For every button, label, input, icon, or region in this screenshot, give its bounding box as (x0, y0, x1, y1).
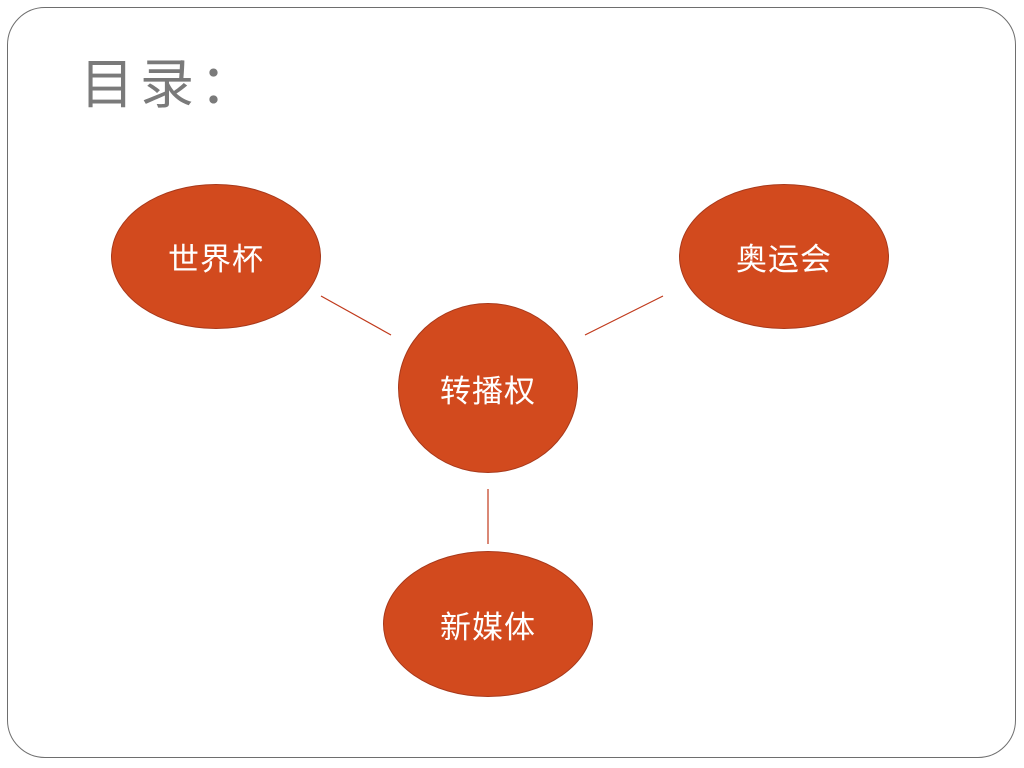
node-new-media: 新媒体 (383, 551, 593, 697)
node-olympics-label: 奥运会 (736, 242, 832, 278)
node-worldcup: 世界杯 (111, 184, 321, 329)
node-broadcast-rights: 转播权 (398, 303, 578, 473)
node-olympics: 奥运会 (679, 184, 889, 329)
connector-center-worldcup (320, 295, 392, 336)
node-new-media-label: 新媒体 (440, 609, 536, 646)
connector-center-olympics (584, 295, 664, 336)
slide-title: 目录： (80, 53, 260, 116)
node-worldcup-label: 世界杯 (168, 242, 264, 278)
node-broadcast-rights-label: 转播权 (440, 373, 536, 410)
